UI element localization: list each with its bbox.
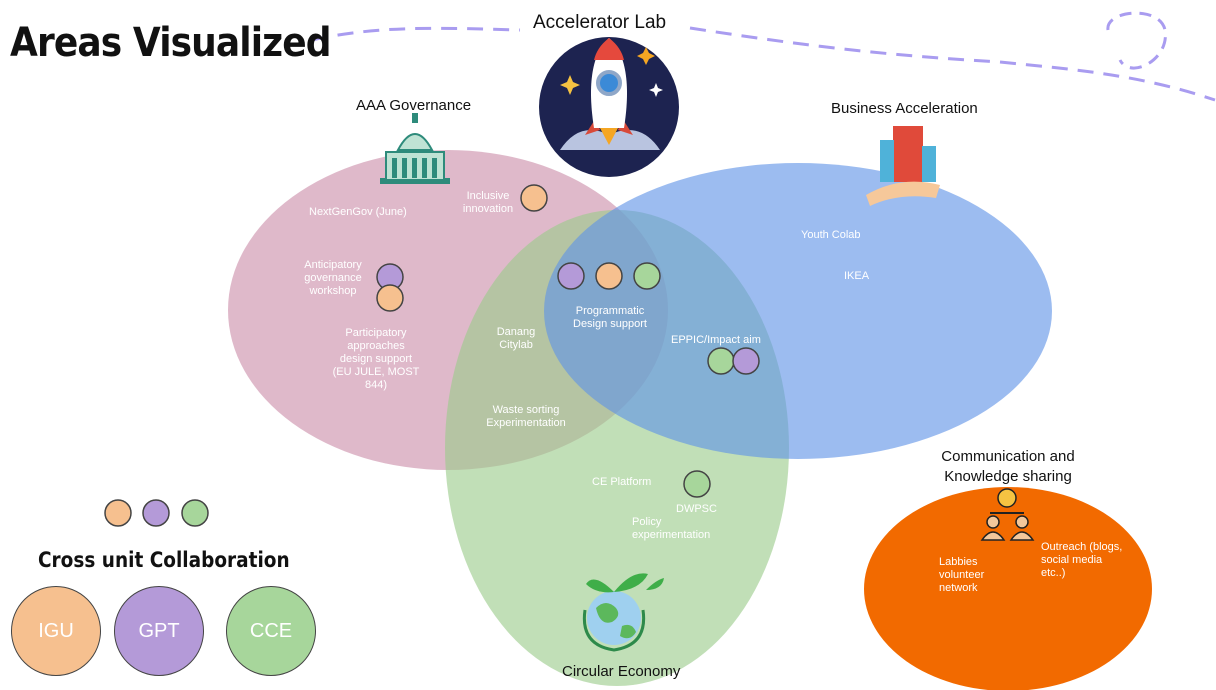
- item-ce-platform: CE Platform: [592, 476, 652, 488]
- dot-anticipatory-igu: [376, 284, 404, 312]
- item-ikea: IKEA: [844, 270, 870, 282]
- circular-label: Circular Economy: [562, 663, 681, 680]
- business-label: Business Acceleration: [831, 100, 978, 117]
- legend-dot-cce: [181, 499, 209, 527]
- dot-programmatic-cce: [633, 262, 661, 290]
- item-participatory: Participatory approaches design support …: [332, 327, 420, 391]
- unit-igu: IGU: [11, 586, 101, 676]
- item-anticipatory: Anticipatory governance workshop: [304, 259, 362, 297]
- accelerator-lab-label: Accelerator Lab: [533, 12, 667, 33]
- governance-label: AAA Governance: [356, 97, 472, 114]
- item-outreach: Outreach (blogs, social media etc..): [1041, 541, 1123, 579]
- business-ellipse: [544, 163, 1052, 459]
- dot-eppic-gpt: [732, 347, 760, 375]
- item-eppic: EPPIC/Impact aim: [671, 334, 761, 346]
- dot-inclusive-igu: [520, 184, 548, 212]
- legend-dot-igu: [104, 499, 132, 527]
- capitol-building-icon: [380, 113, 450, 184]
- dot-dwpsc-cce: [683, 470, 711, 498]
- item-youth: Youth Colab: [801, 229, 861, 241]
- collab-dots: [104, 184, 760, 527]
- unit-cce: CCE: [226, 586, 316, 676]
- item-dwpsc: DWPSC: [676, 503, 717, 515]
- communication-ellipse: [864, 487, 1152, 690]
- dot-programmatic-gpt: [557, 262, 585, 290]
- item-danang: Danang Citylab: [496, 326, 536, 351]
- item-policy: Policy experimentation: [632, 516, 711, 541]
- team-idea-icon: [980, 488, 1035, 541]
- communication-label: Communication and Knowledge sharing: [941, 448, 1075, 485]
- city-hand-icon: [866, 126, 940, 206]
- collab-title: Cross unit Collaboration: [38, 548, 290, 572]
- item-waste: Waste sorting Experimentation: [486, 404, 566, 429]
- unit-gpt: GPT: [114, 586, 204, 676]
- item-inclusive: Inclusive innovation: [462, 190, 514, 215]
- rocket-icon: [560, 38, 663, 150]
- item-nextgengov: NextGenGov (June): [309, 206, 407, 218]
- dot-programmatic-igu: [595, 262, 623, 290]
- legend-dot-gpt: [142, 499, 170, 527]
- dashed-flight-path: [311, 26, 1216, 102]
- dot-eppic-cce: [707, 347, 735, 375]
- page-title: Areas Visualized: [10, 20, 332, 66]
- item-programmatic: Programmatic Design support: [573, 305, 647, 330]
- item-labbies: Labbies volunteer network: [939, 556, 985, 594]
- globe-plant-icon: [582, 573, 664, 652]
- dashed-loop: [1106, 11, 1167, 70]
